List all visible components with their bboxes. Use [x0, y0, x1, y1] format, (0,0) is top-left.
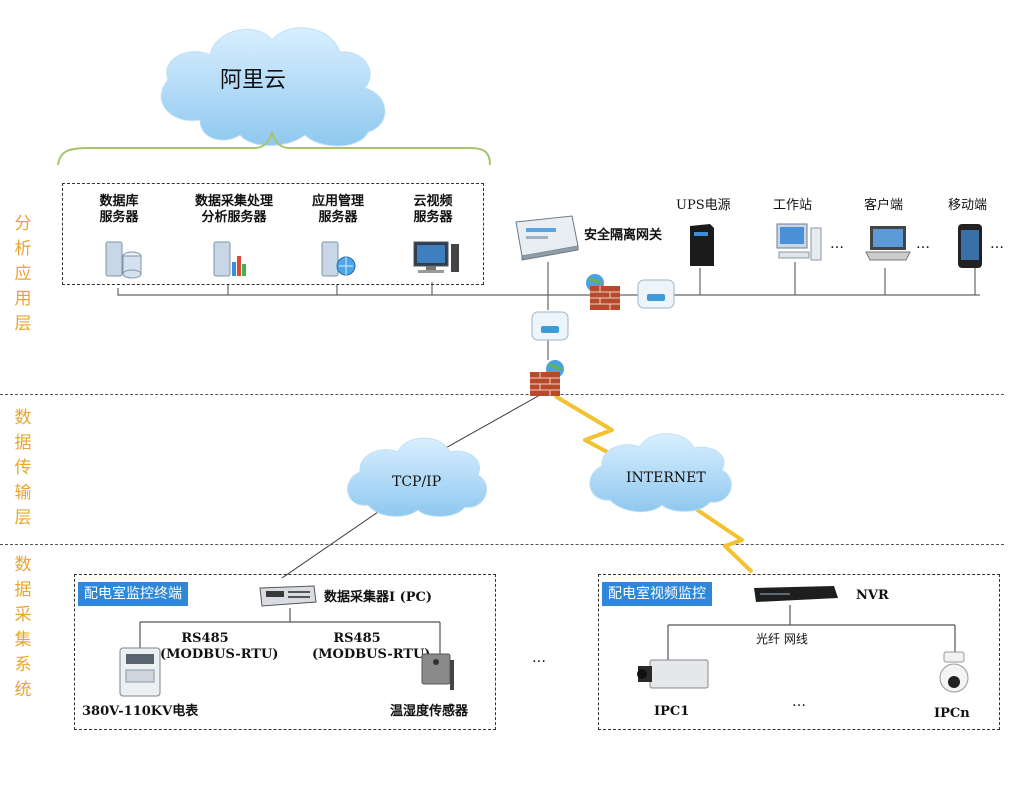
server-label-database: 数据库服务器: [99, 194, 139, 225]
client-label-mobile: 移动端: [948, 198, 988, 213]
electric-meter-icon: [119, 647, 161, 697]
workstation-icon: [776, 223, 822, 261]
humidity-sensor-icon: [421, 653, 454, 690]
internet-cloud-icon: [589, 433, 732, 513]
firewall-icon: [530, 360, 564, 396]
server-label-video: 云视频服务器: [413, 194, 453, 225]
video-server-icon: [413, 241, 459, 273]
ipcn-label: IPCn: [934, 706, 970, 721]
monitor-terminal-box: [74, 574, 496, 730]
internet-lightning: [553, 394, 754, 574]
nvr-icon: [754, 586, 838, 602]
video-monitor-tag: 配电室视频监控: [602, 582, 712, 606]
aliyun-cloud-icon: [160, 27, 386, 147]
rs485-right-label: RS485(MODBUS-RTU): [312, 631, 431, 662]
internet-label: INTERNET: [626, 470, 706, 486]
ellipsis: …: [830, 236, 846, 252]
nvr-label: NVR: [856, 588, 889, 603]
ipc1-label: IPC1: [654, 704, 690, 719]
firewall-icon: [586, 274, 620, 310]
monitor-terminal-tag: 配电室监控终端: [78, 582, 188, 606]
server-group-box: [62, 183, 484, 285]
cloud-brace: [57, 131, 491, 166]
middle-ellipsis: …: [532, 650, 548, 666]
tcpip-label: TCP/IP: [392, 474, 442, 490]
analytics-server-icon: [213, 241, 246, 277]
client-label-pc: 客户端: [864, 198, 904, 213]
sensor-label: 温湿度传感器: [390, 704, 469, 719]
client-label-ups: UPS电源: [676, 198, 731, 213]
box-camera-icon: [637, 659, 709, 689]
layer-label-collection: 数据采集系统: [14, 555, 32, 700]
data-collector-icon: [259, 585, 317, 607]
ellipsis: …: [916, 236, 932, 252]
laptop-icon: [865, 226, 911, 261]
layer-separator-top: [0, 394, 1004, 395]
ups-icon: [690, 224, 714, 266]
aliyun-label: 阿里云: [220, 68, 287, 93]
database-server-icon: [105, 241, 142, 279]
dome-camera-icon: [939, 651, 969, 693]
server-label-app: 应用管理服务器: [311, 194, 364, 225]
rs485-left-label: RS485(MODBUS-RTU): [160, 631, 279, 662]
ellipsis: …: [990, 236, 1006, 252]
layer-label-transport: 数据传输层: [14, 408, 32, 528]
switch-icon: [637, 279, 675, 309]
backbone-line: [117, 262, 980, 310]
app-server-icon: [321, 241, 356, 277]
layer-separator-bottom: [0, 544, 1004, 545]
video-monitor-box: [598, 574, 1000, 730]
mobile-phone-icon: [958, 224, 982, 268]
switch-icon: [531, 311, 569, 341]
server-label-analytics: 数据采集处理分析服务器: [194, 194, 273, 225]
layer-label-analysis: 分析应用层: [14, 214, 32, 334]
tcpip-cloud-icon: [347, 437, 488, 517]
meter-label: 380V-110KV电表: [82, 704, 199, 719]
collector-label: 数据采集器I (PC): [324, 590, 433, 605]
gateway-label: 安全隔离网关: [584, 228, 663, 243]
security-gateway-icon: [515, 215, 579, 261]
client-label-workstation: 工作站: [773, 198, 813, 213]
fiber-label: 光纤 网线: [756, 632, 808, 646]
camera-ellipsis: …: [792, 694, 808, 710]
